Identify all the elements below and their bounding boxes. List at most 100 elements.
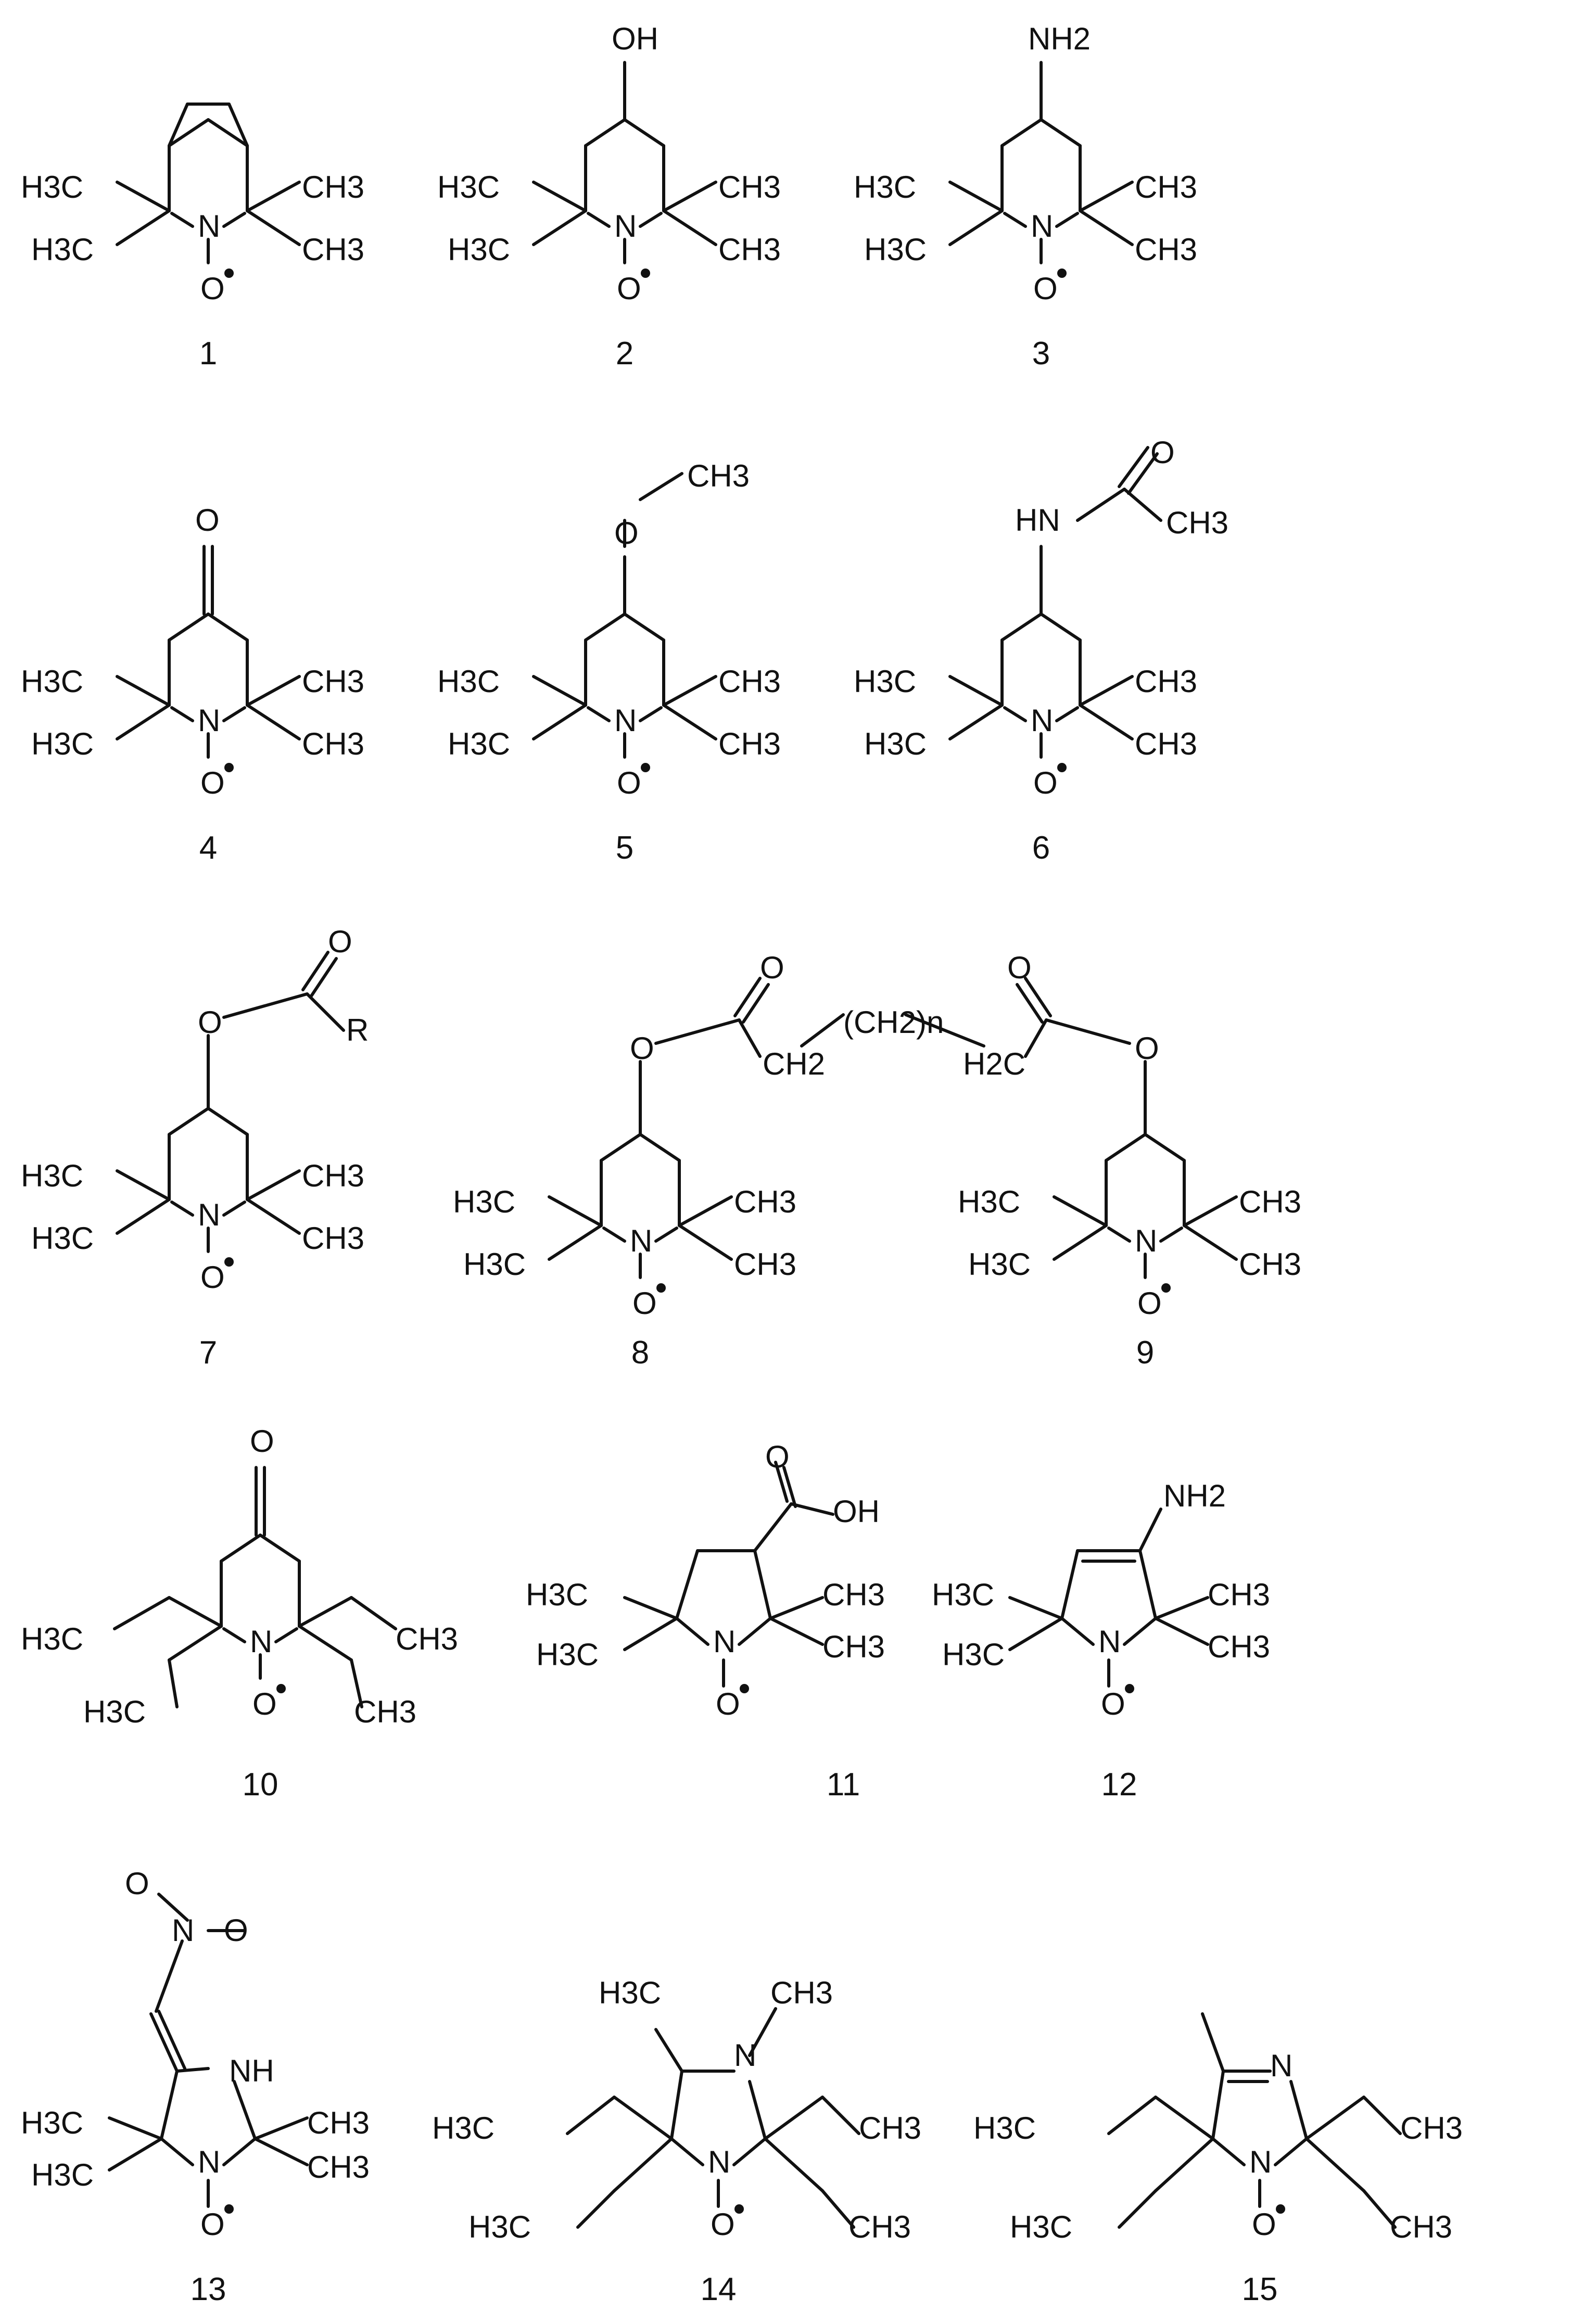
atom-label: CH3 [1135,664,1197,699]
atom-label: O [765,1439,790,1474]
atom-label: H3C [432,2111,495,2146]
compound-number: 1 [199,336,217,372]
atom-label: H3C [468,2210,531,2244]
compound-numbers: 1 2 3 4 5 6 7 8 9 10 11 12 13 14 15 [191,336,1278,2307]
atom-label: O [1135,1031,1159,1066]
atom-label: NH2 [1028,21,1091,56]
atom-label: H3C [854,170,916,205]
atom-label: CH3 [718,664,781,699]
atom-label: H3C [21,170,83,205]
atom-label: H3C [83,1694,146,1729]
compound-14 [566,2007,860,2229]
atom-label: H3C [854,664,916,699]
compound-12 [1008,1508,1209,1688]
atom-label: CH3 [848,2210,911,2244]
atom-label: OH [833,1494,880,1529]
compound-1 [117,103,299,263]
compound-number: 11 [827,1767,860,1803]
atom-label: CH3 [302,1158,364,1193]
atom-label: N [172,1913,194,1948]
atom-label: H3C [31,1221,94,1256]
atom-label: CH3 [354,1694,416,1729]
compound-number: 7 [199,1335,217,1371]
atom-label: CH3 [1135,726,1197,761]
atom-label: CH3 [1135,232,1197,267]
atom-label: O [1150,435,1175,470]
atom-label: CH3 [307,2105,370,2140]
atom-label: O [224,1913,248,1948]
compound-number: 12 [1101,1767,1137,1803]
atom-label: O [1007,950,1032,985]
atom-label: CH3 [302,726,364,761]
atom-label: R [346,1013,369,1048]
atom-label: N [1270,2048,1292,2083]
atom-label: O [614,516,639,551]
atom-label: O [632,1286,657,1321]
compound-number: 5 [616,830,633,866]
atom-label: H3C [932,1577,994,1612]
atom-label: CH3 [1135,170,1197,205]
atom-label: N [614,209,637,244]
compound-5 [534,472,716,757]
atom-labels: H3C H3C CH3 CH3 N O H3C H3C CH3 CH3 N O … [21,21,1463,2244]
atom-label: H3C [31,2157,94,2192]
atom-label: H3C [437,664,500,699]
atom-label: CH3 [734,1247,796,1282]
atom-label: CH3 [1166,505,1228,540]
atom-label: CH3 [822,1629,885,1664]
atom-label: O [328,924,352,959]
atom-label: CH3 [859,2111,921,2146]
atom-label: H2C [963,1046,1025,1081]
atom-label: CH3 [822,1577,885,1612]
atom-label: CH3 [718,170,781,205]
atom-label: H3C [31,726,94,761]
compound-number: 9 [1136,1335,1154,1371]
atom-label: H3C [973,2111,1036,2146]
atom-label: H3C [448,726,510,761]
atom-label: O [195,503,220,538]
atom-label: N [614,703,637,738]
atom-label: HN [1015,503,1060,538]
atom-label: H3C [864,726,927,761]
atom-label: N [198,209,220,244]
atom-label: CH3 [734,1184,796,1219]
atom-label: CH3 [396,1621,458,1656]
atom-label: H3C [21,1621,83,1656]
atom-label: H3C [536,1637,599,1672]
atom-label: H3C [942,1637,1005,1672]
atom-label: N [1249,2144,1272,2179]
atom-label: CH3 [1390,2210,1452,2244]
atom-label: H3C [21,2105,83,2140]
atom-label: N [734,2038,756,2073]
compound-13 [108,1893,309,2208]
compound-number: 2 [616,336,633,372]
compound-4 [117,545,299,757]
atom-label: O [198,1005,222,1040]
atom-label: O [617,271,641,306]
compound-7 [117,951,345,1252]
atom-label: CH3 [718,232,781,267]
atom-label: H3C [599,1975,661,2010]
atom-label: (CH2)n [843,1005,944,1040]
atom-label: CH3 [1239,1184,1301,1219]
atom-label: H3C [864,232,927,267]
atom-label: CH3 [1208,1577,1270,1612]
atom-label: O [1137,1286,1162,1321]
atom-label: H3C [958,1184,1020,1219]
atom-label: CH3 [302,232,364,267]
atom-label: CH3 [302,664,364,699]
atom-label: O [250,1424,274,1459]
atom-label: O [617,765,641,800]
atom-label: H3C [463,1247,526,1282]
compound-2 [534,61,716,263]
atom-label: N [713,1624,736,1659]
atom-label: O [1101,1687,1125,1721]
atom-label: N [1031,209,1053,244]
atom-label: N [250,1624,272,1659]
atom-label: H3C [453,1184,515,1219]
atom-label: N [630,1223,652,1258]
atom-label: O [1033,271,1058,306]
atom-label: H3C [31,232,94,267]
atom-label: O [711,2207,735,2242]
atom-label: NH2 [1163,1478,1226,1513]
